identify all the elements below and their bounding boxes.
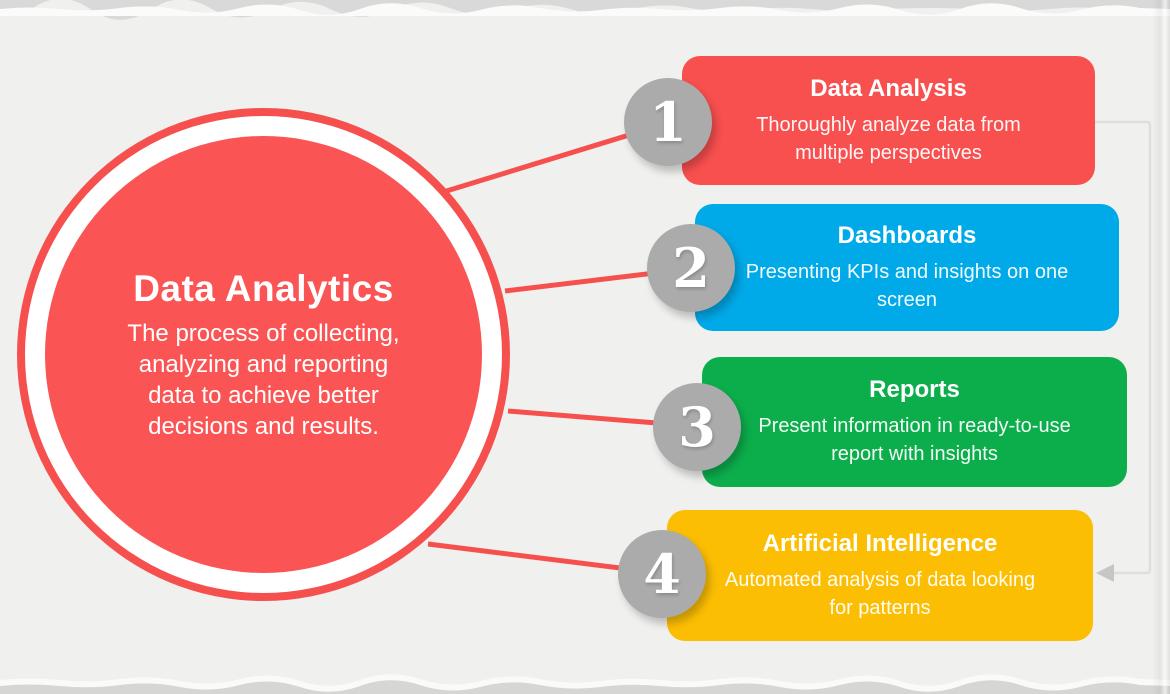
feedback-arrowhead-icon — [1096, 564, 1114, 582]
step-number: 1 — [649, 90, 687, 154]
card-title: Dashboards — [837, 221, 977, 249]
feedback-connector-line — [1095, 120, 1152, 575]
step-number-circle-4: 4 — [618, 530, 706, 618]
card-description: Thoroughly analyze data from multiple pe… — [756, 113, 1021, 164]
card-title: Data Analysis — [810, 74, 967, 102]
card-data-analysis: Data Analysis Thoroughly analyze data fr… — [682, 56, 1095, 185]
card-description: Automated analysis of data looking for p… — [724, 568, 1036, 619]
hub-title: Data Analytics — [133, 267, 394, 309]
card-reports: Reports Present information in ready-to-… — [702, 357, 1127, 487]
central-hub-circle: Data Analytics The process of collecting… — [45, 136, 482, 573]
card-description: Present information in ready-to-use repo… — [758, 415, 1071, 465]
step-number: 2 — [672, 236, 710, 300]
step-number-circle-1: 1 — [624, 78, 712, 166]
card-title: Artificial Intelligence — [762, 529, 998, 557]
step-number: 3 — [678, 395, 716, 459]
card-artificial-intelligence: Artificial Intelligence Automated analys… — [667, 510, 1093, 641]
torn-edge-bottom — [0, 674, 1170, 694]
hub-description: The process of collecting, analyzing and… — [127, 319, 400, 440]
step-number-circle-2: 2 — [647, 224, 735, 312]
step-number: 4 — [643, 542, 681, 606]
card-dashboards: Dashboards Presenting KPIs and insights … — [695, 204, 1119, 331]
page-edge-shading — [1152, 0, 1170, 694]
card-title: Reports — [869, 376, 960, 403]
card-description: Presenting KPIs and insights on one scre… — [745, 260, 1069, 311]
step-number-circle-3: 3 — [653, 383, 741, 471]
torn-edge-top — [0, 0, 1170, 20]
